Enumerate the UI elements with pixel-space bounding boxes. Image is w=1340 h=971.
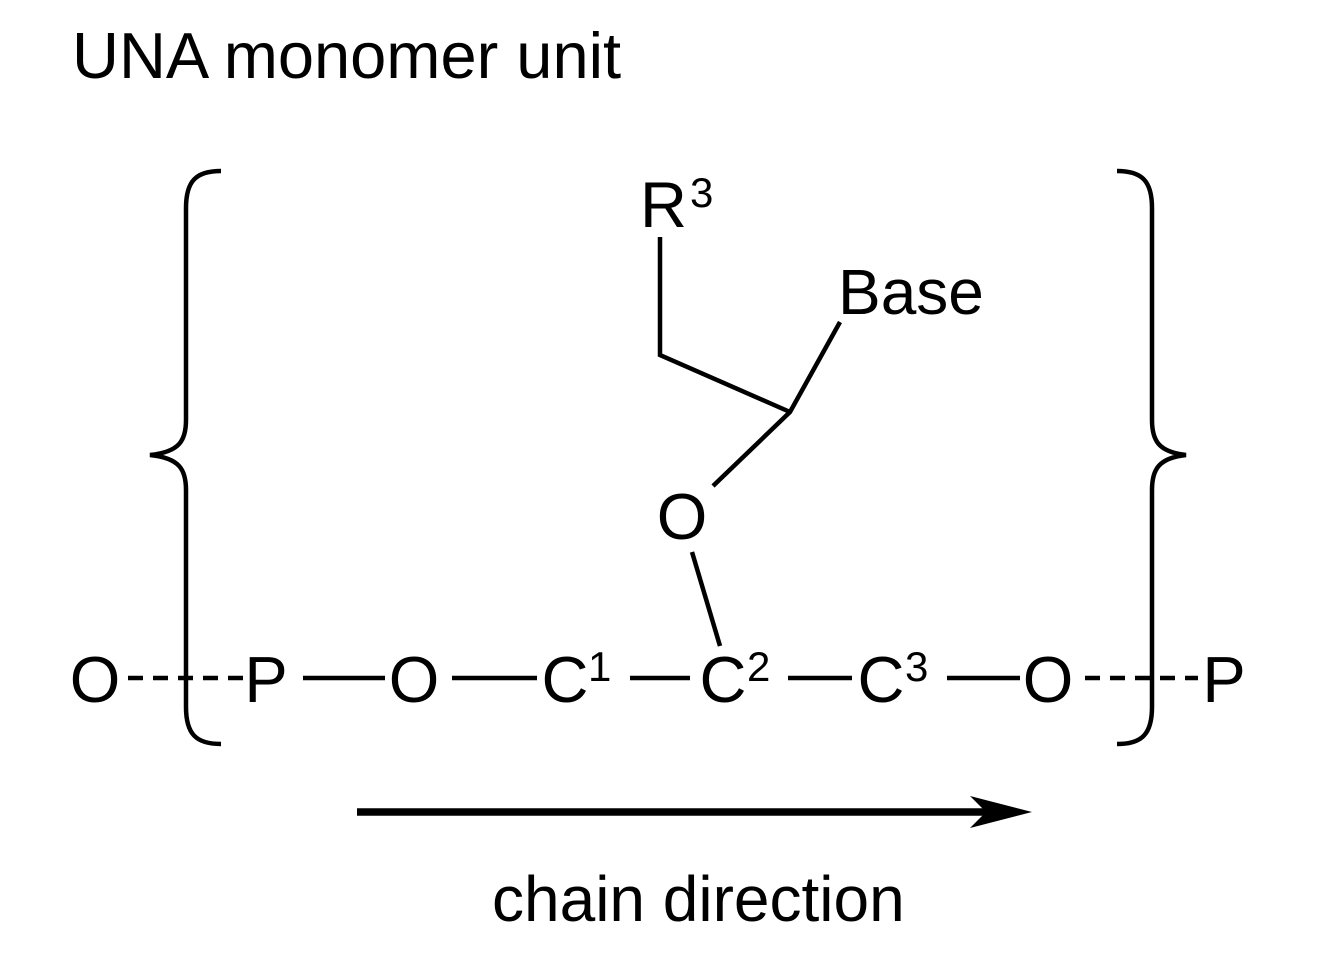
bond-base-vertex-oxygen xyxy=(711,320,842,488)
base-label: Base xyxy=(838,256,984,328)
carbon2-label: C xyxy=(700,643,747,716)
carbon1-label: C xyxy=(542,643,589,716)
chain-direction-arrowhead-icon xyxy=(970,796,1032,828)
r-group-superscript: 3 xyxy=(690,169,713,216)
r-group-symbol: R xyxy=(640,168,687,241)
right-brace xyxy=(1116,168,1187,747)
carbon1-superscript: 1 xyxy=(588,643,611,690)
carbon3-label: C xyxy=(858,643,905,716)
carbon2-superscript: 2 xyxy=(747,643,770,690)
phosphorus-left-label: P xyxy=(244,643,287,716)
left-brace xyxy=(149,168,222,747)
carbon3-superscript: 3 xyxy=(905,643,928,690)
oxygen-left-label: O xyxy=(70,643,121,716)
chain-direction-caption: chain direction xyxy=(492,863,905,935)
oxygen-right-label: O xyxy=(1023,643,1074,716)
glycosidic-oxygen-label: O xyxy=(657,480,708,553)
page-title: UNA monomer unit xyxy=(72,19,621,92)
bond-r3-to-c-vertex xyxy=(657,237,791,415)
bridge-oxygen-label: O xyxy=(389,643,440,716)
phosphorus-right-label: P xyxy=(1202,643,1245,716)
bond-oxygen-to-c2 xyxy=(689,551,723,647)
